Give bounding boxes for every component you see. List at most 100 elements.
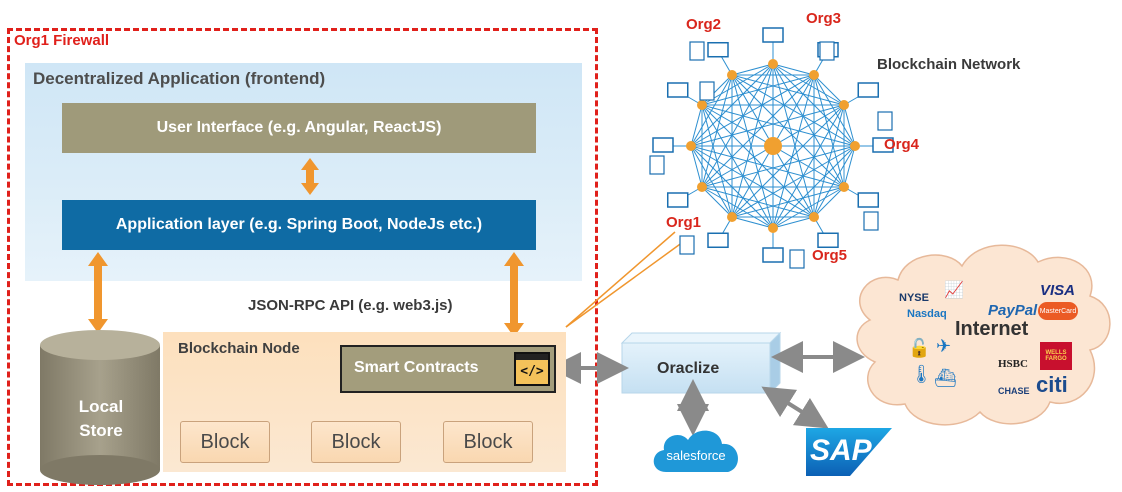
laptop-icon <box>666 192 689 208</box>
mesh-link <box>731 74 845 106</box>
mastercard-logo: MasterCard <box>1038 302 1078 320</box>
mesh-link <box>690 104 703 147</box>
mesh-link <box>772 74 815 229</box>
bitcoin-node-icon <box>686 141 696 151</box>
sap-shape <box>806 428 892 476</box>
paypal-logo: PayPal <box>988 302 1038 319</box>
ui-app-arrow <box>301 158 319 195</box>
internet-label: Internet <box>955 318 1029 340</box>
bitcoin-node-icon <box>696 100 707 110</box>
lock-icon: 🔓 <box>908 338 931 358</box>
laptop-icon <box>666 82 689 98</box>
document-icon <box>877 111 893 131</box>
laptop-icon <box>817 232 839 249</box>
mesh-link <box>701 74 815 188</box>
laptop-icon <box>652 137 674 153</box>
hsbc-logo: HSBC <box>998 358 1028 370</box>
mesh-link <box>701 104 856 147</box>
laptop-icon <box>857 192 880 208</box>
code-icon: </> <box>514 352 550 386</box>
user-interface-box: User Interface (e.g. Angular, ReactJS) <box>62 103 536 153</box>
internet-cloud <box>856 244 1111 426</box>
block-2: Block <box>311 421 401 463</box>
ship-icon: ⛴ <box>934 368 957 388</box>
document-icon <box>649 155 665 175</box>
application-layer-box: Application layer (e.g. Spring Boot, Nod… <box>62 200 536 250</box>
nasdaq-logo: Nasdaq <box>907 308 947 320</box>
bitcoin-node-icon <box>809 69 819 80</box>
mesh-link <box>731 63 774 218</box>
mesh-link <box>772 216 815 229</box>
mesh-link <box>690 145 815 218</box>
thermometer-icon: 🌡 <box>910 364 933 384</box>
mesh-link <box>731 74 856 147</box>
bitcoin-node-icon <box>768 59 778 69</box>
bitcoin-node-icon <box>839 100 850 110</box>
local-store-line2: Store <box>79 421 123 440</box>
bitcoin-node-icon <box>850 141 860 151</box>
salesforce-label: salesforce <box>666 448 726 463</box>
code-icon-glyph: </> <box>520 364 544 379</box>
mesh-link <box>701 104 733 218</box>
mesh-link <box>701 145 856 188</box>
mesh-link <box>690 145 845 188</box>
mesh-link <box>731 74 774 229</box>
citi-logo: citi <box>1036 372 1068 397</box>
mesh-link <box>731 63 774 76</box>
local-store-label: Local Store <box>66 395 136 443</box>
laptop-icon <box>707 232 729 249</box>
bitcoin-node-icon <box>768 223 778 233</box>
document-icon <box>863 211 879 231</box>
mesh-link <box>690 74 733 147</box>
mesh-link <box>813 74 845 106</box>
mesh-link <box>690 145 703 188</box>
mesh-link <box>701 74 733 188</box>
mesh-link <box>701 104 774 229</box>
mesh-link <box>701 104 815 218</box>
frontend-title: Decentralized Application (frontend) <box>33 69 326 88</box>
mesh-link <box>772 63 815 76</box>
sap-label: SAP <box>810 434 872 467</box>
chase-logo: CHASE <box>998 386 1030 396</box>
blockchain-node-title: Blockchain Node <box>178 340 300 357</box>
chart-icon: 📈 <box>944 282 964 299</box>
mesh-link <box>701 186 774 229</box>
satellite-icon: ✈ <box>936 336 952 356</box>
mesh-link <box>690 145 733 218</box>
mesh-link <box>843 104 856 147</box>
laptop-icon <box>762 27 784 43</box>
local-store-line1: Local <box>78 397 124 416</box>
bitcoin-node-icon <box>809 212 819 223</box>
blockchain-network-title: Blockchain Network <box>877 56 1021 73</box>
firewall-label: Org1 Firewall <box>14 32 110 49</box>
app-contracts-arrow <box>504 252 524 337</box>
bitcoin-node-icon <box>839 182 850 192</box>
org1-label: Org1 <box>666 214 702 231</box>
salesforce-logo: salesforce <box>648 424 744 484</box>
nyse-logo: NYSE <box>899 292 929 304</box>
smart-contracts-label: Smart Contracts <box>354 359 479 376</box>
bitcoin-center-icon <box>764 137 782 155</box>
bitcoin-node-icon <box>696 182 707 192</box>
app-store-arrow <box>88 252 108 333</box>
sap-logo: SAP <box>806 428 892 476</box>
mesh-link <box>731 104 845 218</box>
salesforce-cloud-shape <box>653 430 739 472</box>
mesh-link <box>843 145 856 188</box>
mesh-link <box>690 104 845 147</box>
visa-logo: VISA <box>1040 282 1076 299</box>
block-1: Block <box>180 421 270 463</box>
local-store-cylinder <box>40 330 160 485</box>
org1-firewall-boundary <box>7 28 598 486</box>
mesh-link <box>701 186 733 218</box>
bitcoin-node-icon <box>727 212 737 223</box>
document-icon <box>689 41 705 61</box>
org2-label: Org2 <box>686 16 722 33</box>
laptop-icon <box>872 137 894 153</box>
mesh-link <box>731 74 845 188</box>
org5-label: Org5 <box>812 247 848 264</box>
document-icon <box>679 235 695 255</box>
document-icon <box>789 249 805 269</box>
blockchain-mesh <box>649 27 894 269</box>
oraclize-label: Oraclize <box>657 360 720 377</box>
